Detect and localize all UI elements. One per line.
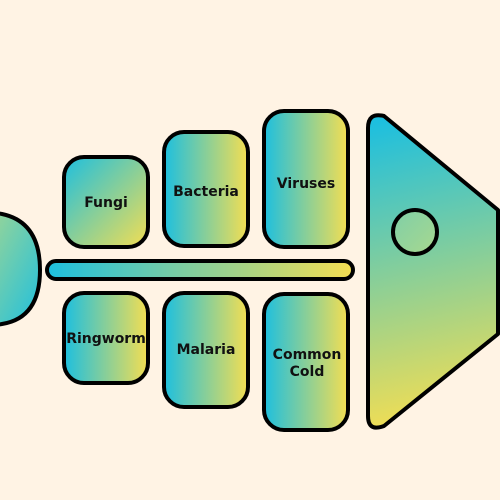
svg-text:Cold: Cold <box>290 364 325 380</box>
bottom-bone-1-label: Ringworm <box>66 331 146 347</box>
bottom-bone-3-label-line-2: Cold <box>290 364 325 380</box>
top-bone-2-box <box>162 130 250 248</box>
bottom-bone-2: Malaria <box>162 291 250 409</box>
top-bone-3-label: Viruses <box>277 176 335 192</box>
bottom-bone-3: Common Cold <box>262 292 350 432</box>
bottom-bone-3-box <box>262 292 350 432</box>
svg-text:Viruses: Viruses <box>277 176 335 192</box>
top-bone-1: Fungi <box>62 155 150 249</box>
fish-spine <box>45 259 355 281</box>
fish-eye <box>391 208 439 256</box>
bottom-bone-2-label: Malaria <box>177 342 236 358</box>
top-bone-1-box <box>62 155 150 249</box>
bottom-bone-1-box <box>62 291 150 385</box>
bottom-bone-1: Ringworm <box>62 291 150 385</box>
svg-text:Malaria: Malaria <box>177 342 236 358</box>
fish-tail <box>0 211 42 327</box>
svg-text:Common: Common <box>273 347 342 363</box>
fish-head <box>366 113 500 430</box>
bottom-bone-3-label-line-1: Common <box>273 347 342 363</box>
svg-text:Bacteria: Bacteria <box>173 184 239 200</box>
svg-text:Fungi: Fungi <box>84 195 128 211</box>
top-bone-2: Bacteria <box>162 130 250 248</box>
top-bone-1-label: Fungi <box>84 195 128 211</box>
svg-text:Ringworm: Ringworm <box>66 331 146 347</box>
bottom-bone-2-box <box>162 291 250 409</box>
top-bone-2-label: Bacteria <box>173 184 239 200</box>
top-bone-3: Viruses <box>262 109 350 249</box>
top-bone-3-box <box>262 109 350 249</box>
